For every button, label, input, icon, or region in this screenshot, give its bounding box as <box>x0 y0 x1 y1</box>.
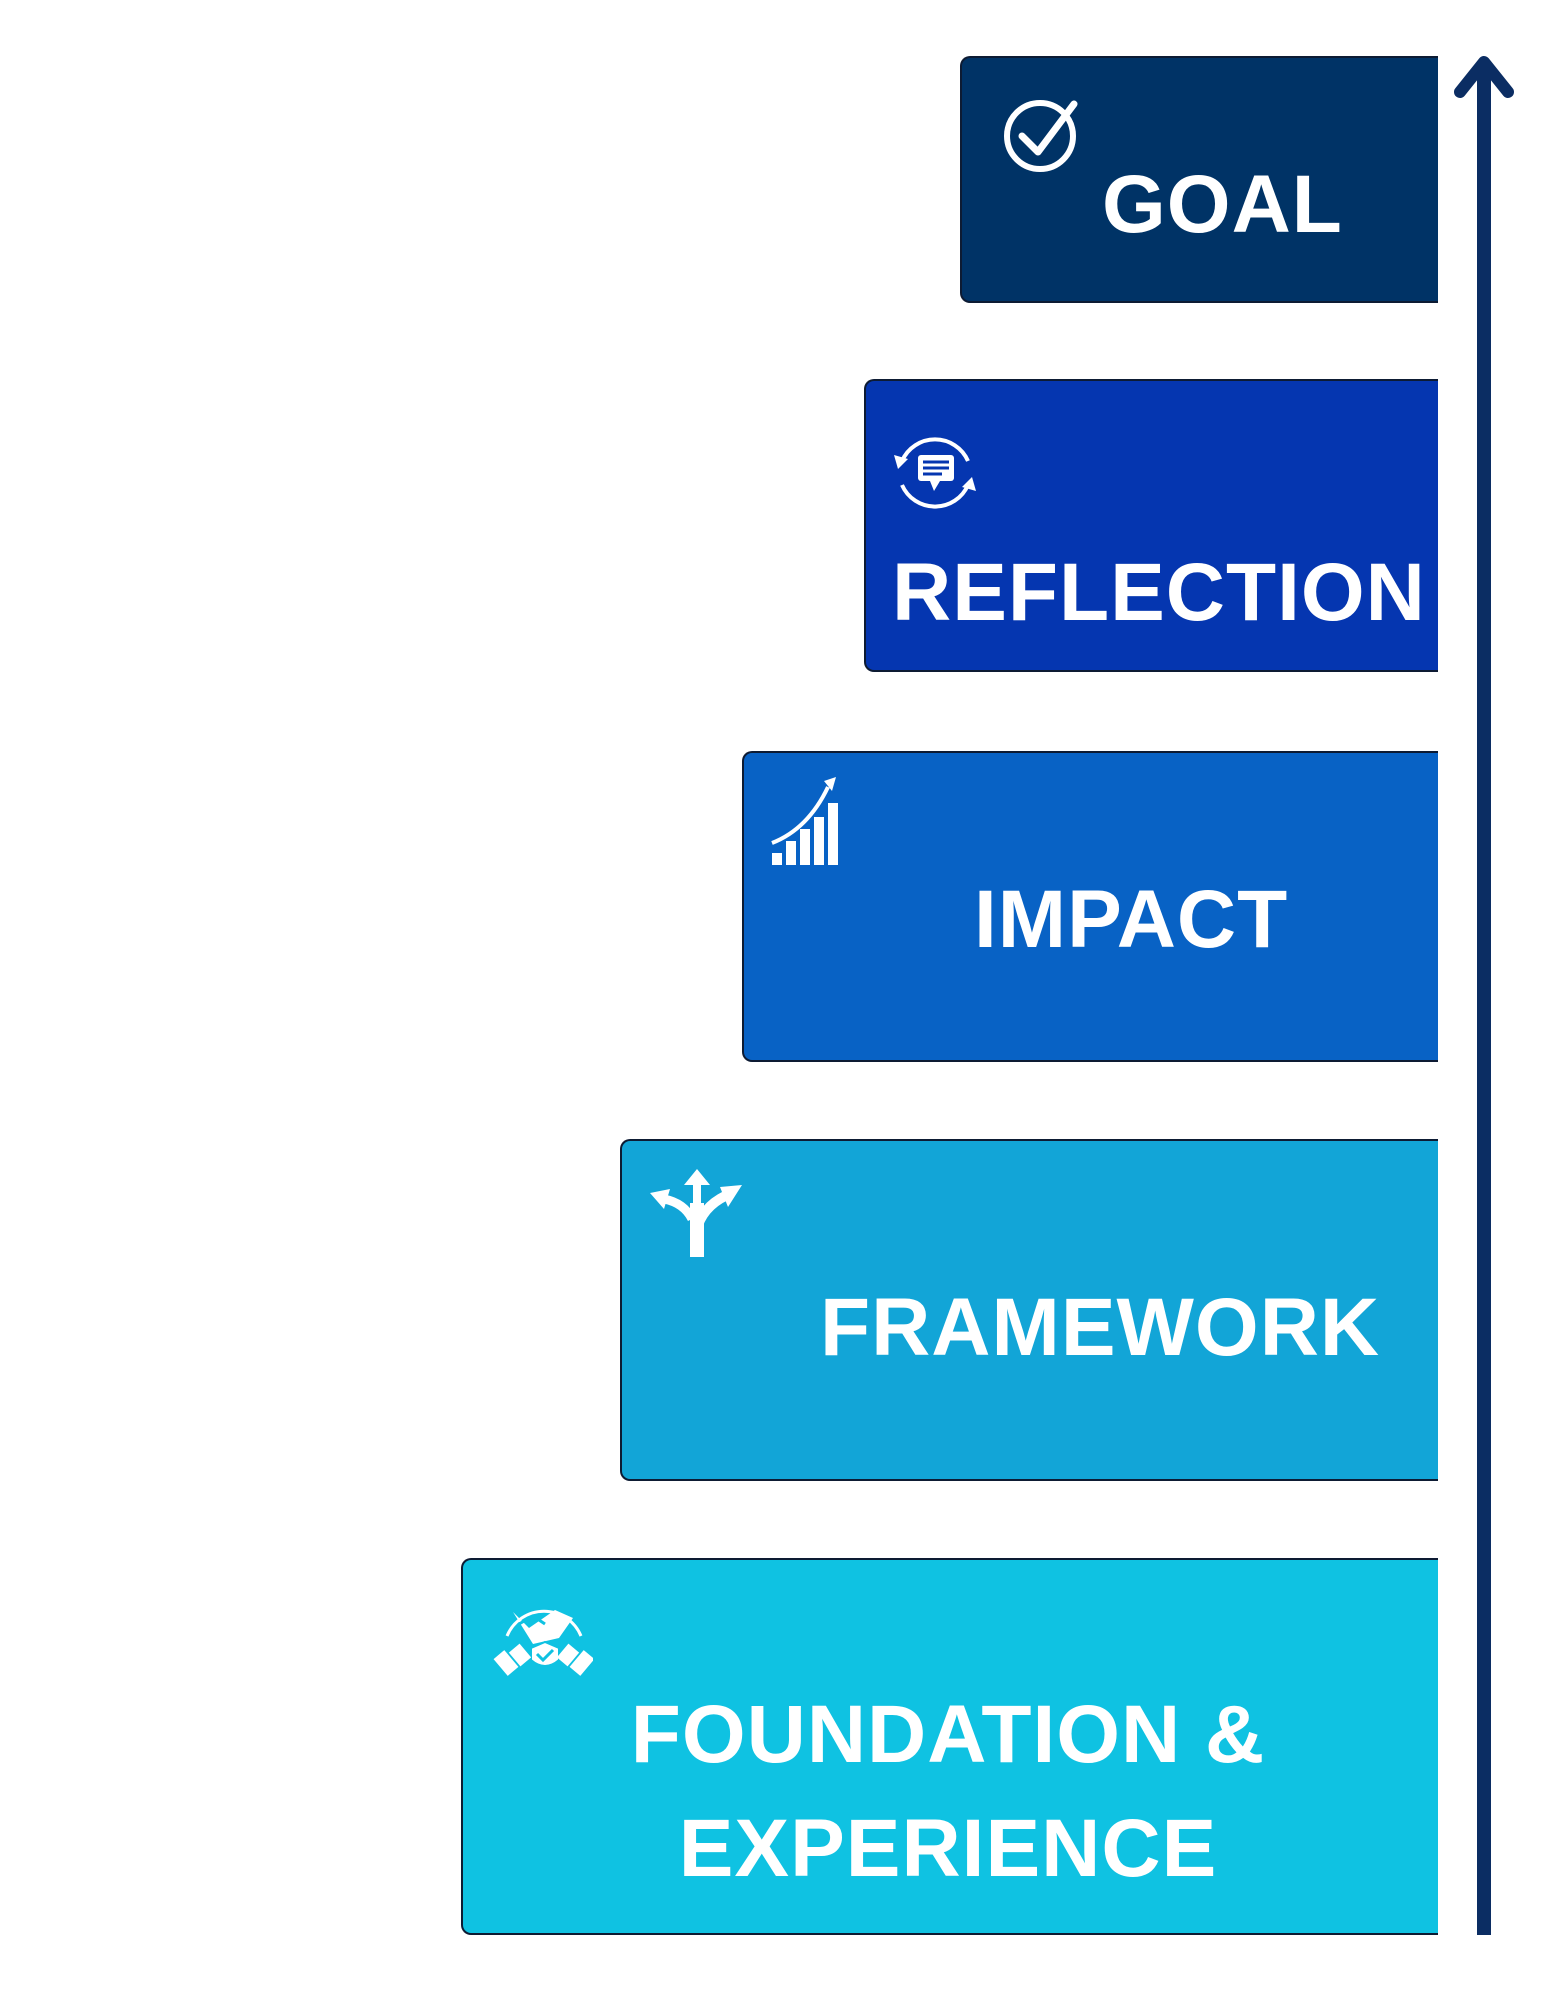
check-circle-icon <box>1002 90 1086 174</box>
growth-chart-icon <box>768 773 858 873</box>
step-impact: IMPACT <box>742 751 1438 1062</box>
step-goal-label: GOAL <box>1102 159 1343 250</box>
step-reflection-label: REFLECTION <box>892 547 1426 638</box>
step-impact-label: IMPACT <box>974 874 1289 965</box>
step-goal: GOAL <box>960 56 1438 303</box>
progress-arrow <box>1440 40 1520 1945</box>
step-foundation-label: FOUNDATION & EXPERIENCE <box>630 1689 1266 1894</box>
step-foundation: FOUNDATION & EXPERIENCE <box>461 1558 1438 1935</box>
step-framework-label: FRAMEWORK <box>820 1282 1381 1373</box>
handshake-shield-icon <box>493 1588 593 1688</box>
step-reflection: REFLECTION <box>864 379 1438 672</box>
chat-cycle-icon <box>886 425 982 521</box>
split-arrows-icon <box>646 1163 746 1263</box>
step-framework: FRAMEWORK <box>620 1139 1438 1481</box>
